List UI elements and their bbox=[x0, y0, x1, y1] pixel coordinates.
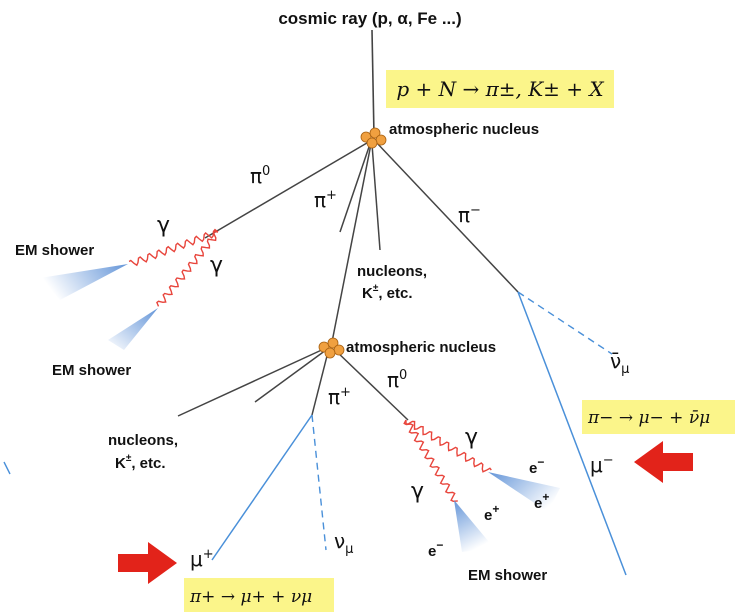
gamma-bottom-1-label: γ bbox=[465, 425, 478, 450]
pi-plus-decay-equation: π+ → μ+ + νμ bbox=[189, 587, 312, 607]
mu-minus-arrow-icon bbox=[634, 441, 693, 483]
nu-mu-label: νμ bbox=[334, 529, 353, 557]
pi-minus-decay-equation: π− → μ− + ν̄μ bbox=[587, 408, 710, 428]
gamma-top-1-label: γ bbox=[157, 213, 170, 238]
edge-track-fragment bbox=[3, 461, 11, 475]
pi0-mid-label: π0 bbox=[387, 368, 407, 392]
pi0-track-mid bbox=[334, 349, 409, 421]
nucleus-bottom-icon bbox=[318, 337, 345, 359]
pi-plus-track-mid bbox=[311, 351, 329, 416]
nucleons-top-label-line2: K±, etc. bbox=[362, 283, 413, 302]
em-shower-cone-4 bbox=[454, 500, 494, 552]
pi-plus-top-label: π+ bbox=[314, 188, 337, 212]
production-equation-box bbox=[386, 70, 614, 108]
pi-minus-top-label: π− bbox=[458, 203, 481, 227]
pi0-track-top bbox=[204, 139, 373, 239]
pi-minus-track bbox=[375, 141, 519, 293]
pi-plus-mid-label: π+ bbox=[328, 385, 351, 409]
photon-bottom-1 bbox=[405, 420, 492, 473]
nu-mu-bar-track bbox=[517, 291, 613, 355]
atm-nucleus-top-label: atmospheric nucleus bbox=[389, 121, 539, 138]
em-shower-cone-2 bbox=[108, 308, 158, 350]
nucleus-top-icon bbox=[360, 127, 387, 149]
mu-minus-label: μ− bbox=[590, 453, 614, 477]
mu-plus-label: μ+ bbox=[190, 547, 214, 571]
gamma-top-2-label: γ bbox=[210, 253, 223, 278]
primary-track bbox=[371, 29, 375, 137]
gamma-bottom-2-label: γ bbox=[411, 479, 424, 504]
nu-mu-track bbox=[311, 414, 327, 551]
nucleon-track-1 bbox=[339, 143, 371, 233]
atm-nucleus-bottom-label: atmospheric nucleus bbox=[346, 339, 496, 356]
nucleon-track-3 bbox=[177, 347, 327, 417]
em-shower-label-2: EM shower bbox=[52, 362, 131, 379]
nu-mu-bar-label: ν̄μ bbox=[610, 349, 629, 377]
e-plus-label-1: e+ bbox=[484, 502, 499, 524]
mu-plus-track bbox=[211, 414, 313, 561]
nucleons-bottom-label-line2: K±, etc. bbox=[115, 453, 166, 472]
em-shower-label-1: EM shower bbox=[15, 242, 94, 259]
photon-top-2 bbox=[156, 230, 219, 307]
diagram-title: cosmic ray (p, α, Fe ...) bbox=[278, 9, 461, 28]
nucleon-track-2 bbox=[371, 143, 381, 251]
e-minus-label-1: e− bbox=[529, 455, 544, 477]
production-equation: p + N → π±, K± + X bbox=[396, 77, 604, 101]
pi0-top-label: π0 bbox=[250, 164, 270, 188]
em-shower-cone-3 bbox=[488, 472, 560, 512]
pi-plus-track-top bbox=[331, 143, 372, 343]
nucleon-track-4 bbox=[254, 349, 327, 403]
e-minus-label-2: e− bbox=[428, 538, 443, 560]
em-shower-label-3: EM shower bbox=[468, 567, 547, 584]
pi-minus-decay-box bbox=[582, 400, 735, 434]
pi-plus-decay-box bbox=[184, 578, 334, 612]
photon-top-1 bbox=[128, 228, 219, 267]
photon-bottom-2 bbox=[403, 419, 458, 503]
mu-minus-track bbox=[517, 291, 627, 576]
mu-plus-arrow-icon bbox=[118, 542, 177, 584]
nucleons-top-label-line1: nucleons, bbox=[357, 263, 427, 280]
em-shower-cone-1 bbox=[40, 264, 128, 300]
nucleons-bottom-label-line1: nucleons, bbox=[108, 432, 178, 449]
